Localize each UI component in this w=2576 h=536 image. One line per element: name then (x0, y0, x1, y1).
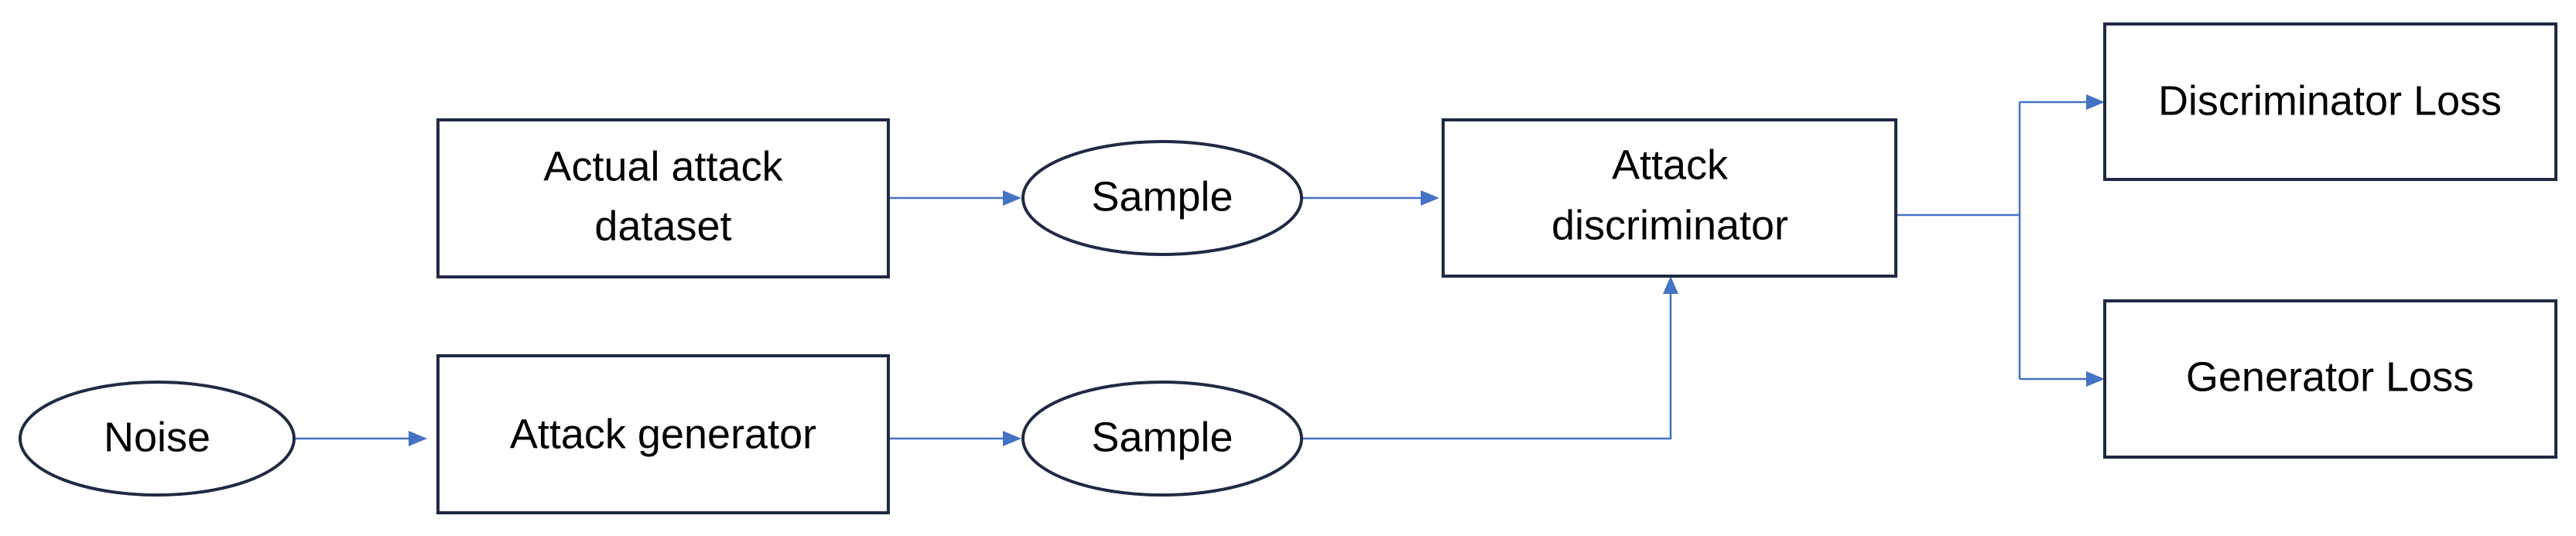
nodes: Actual attack dataset Sample Attack disc… (19, 22, 2557, 514)
node-actual-attack-dataset: Actual attack dataset (436, 118, 890, 278)
arrowhead-generator (409, 431, 427, 446)
node-noise: Noise (19, 381, 296, 497)
arrowhead-sample-top (1003, 190, 1021, 206)
node-attack-discriminator: Attack discriminator (1442, 118, 1897, 278)
node-sample-bottom-ellipse (1021, 381, 1303, 497)
node-noise-label: Noise (104, 414, 210, 460)
node-actual-attack-dataset-label-line1: Actual attack (543, 143, 783, 189)
edge-discriminator-to-losses (1896, 101, 2089, 381)
arrowhead-generator-loss (2086, 371, 2105, 387)
node-sample-top-label: Sample (1091, 173, 1233, 220)
arrowhead-discriminator-left (1421, 190, 1439, 206)
arrowhead-discriminator-loss (2086, 94, 2105, 110)
arrowhead-sample-bottom (1003, 431, 1021, 446)
node-attack-discriminator-label-line2: discriminator (1551, 202, 1788, 248)
node-actual-attack-dataset-label-line2: dataset (594, 203, 731, 249)
node-discriminator-loss: Discriminator Loss (2103, 22, 2557, 181)
node-discriminator-loss-box (2103, 22, 2557, 181)
node-sample-bottom: Sample (1021, 381, 1303, 497)
node-attack-discriminator-label-line1: Attack (1612, 142, 1729, 188)
node-attack-generator-box (436, 354, 890, 514)
edges (294, 94, 2105, 446)
node-attack-generator-label: Attack generator (510, 411, 816, 457)
node-sample-bottom-label: Sample (1091, 414, 1233, 460)
node-actual-attack-dataset-box (436, 118, 890, 278)
node-attack-generator: Attack generator (436, 354, 890, 514)
node-sample-top-ellipse (1021, 140, 1303, 256)
node-sample-top: Sample (1021, 140, 1303, 256)
node-attack-discriminator-box (1442, 118, 1897, 278)
node-noise-ellipse (19, 381, 296, 497)
node-generator-loss-label: Generator Loss (2186, 353, 2474, 400)
edge-sample-bottom-to-discriminator (1302, 291, 1672, 440)
node-discriminator-loss-label: Discriminator Loss (2158, 77, 2502, 124)
arrowhead-discriminator-bottom (1663, 276, 1678, 294)
node-generator-loss-box (2103, 299, 2557, 459)
node-generator-loss: Generator Loss (2103, 299, 2557, 459)
